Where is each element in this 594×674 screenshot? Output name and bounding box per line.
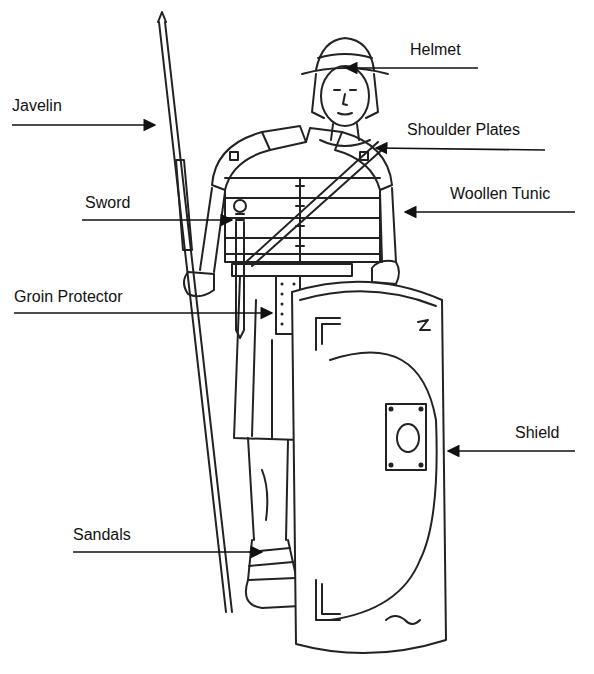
part-label: Javelin (12, 96, 62, 116)
part-label: Helmet (410, 40, 461, 60)
part-label: Woollen Tunic (450, 184, 550, 204)
part-label: Sword (85, 193, 130, 213)
part-label: Sandals (73, 525, 131, 545)
part-label: Shoulder Plates (407, 120, 520, 140)
part-label: Groin Protector (14, 287, 122, 307)
part-label: Shield (515, 423, 559, 443)
leader-arrows (12, 68, 575, 552)
